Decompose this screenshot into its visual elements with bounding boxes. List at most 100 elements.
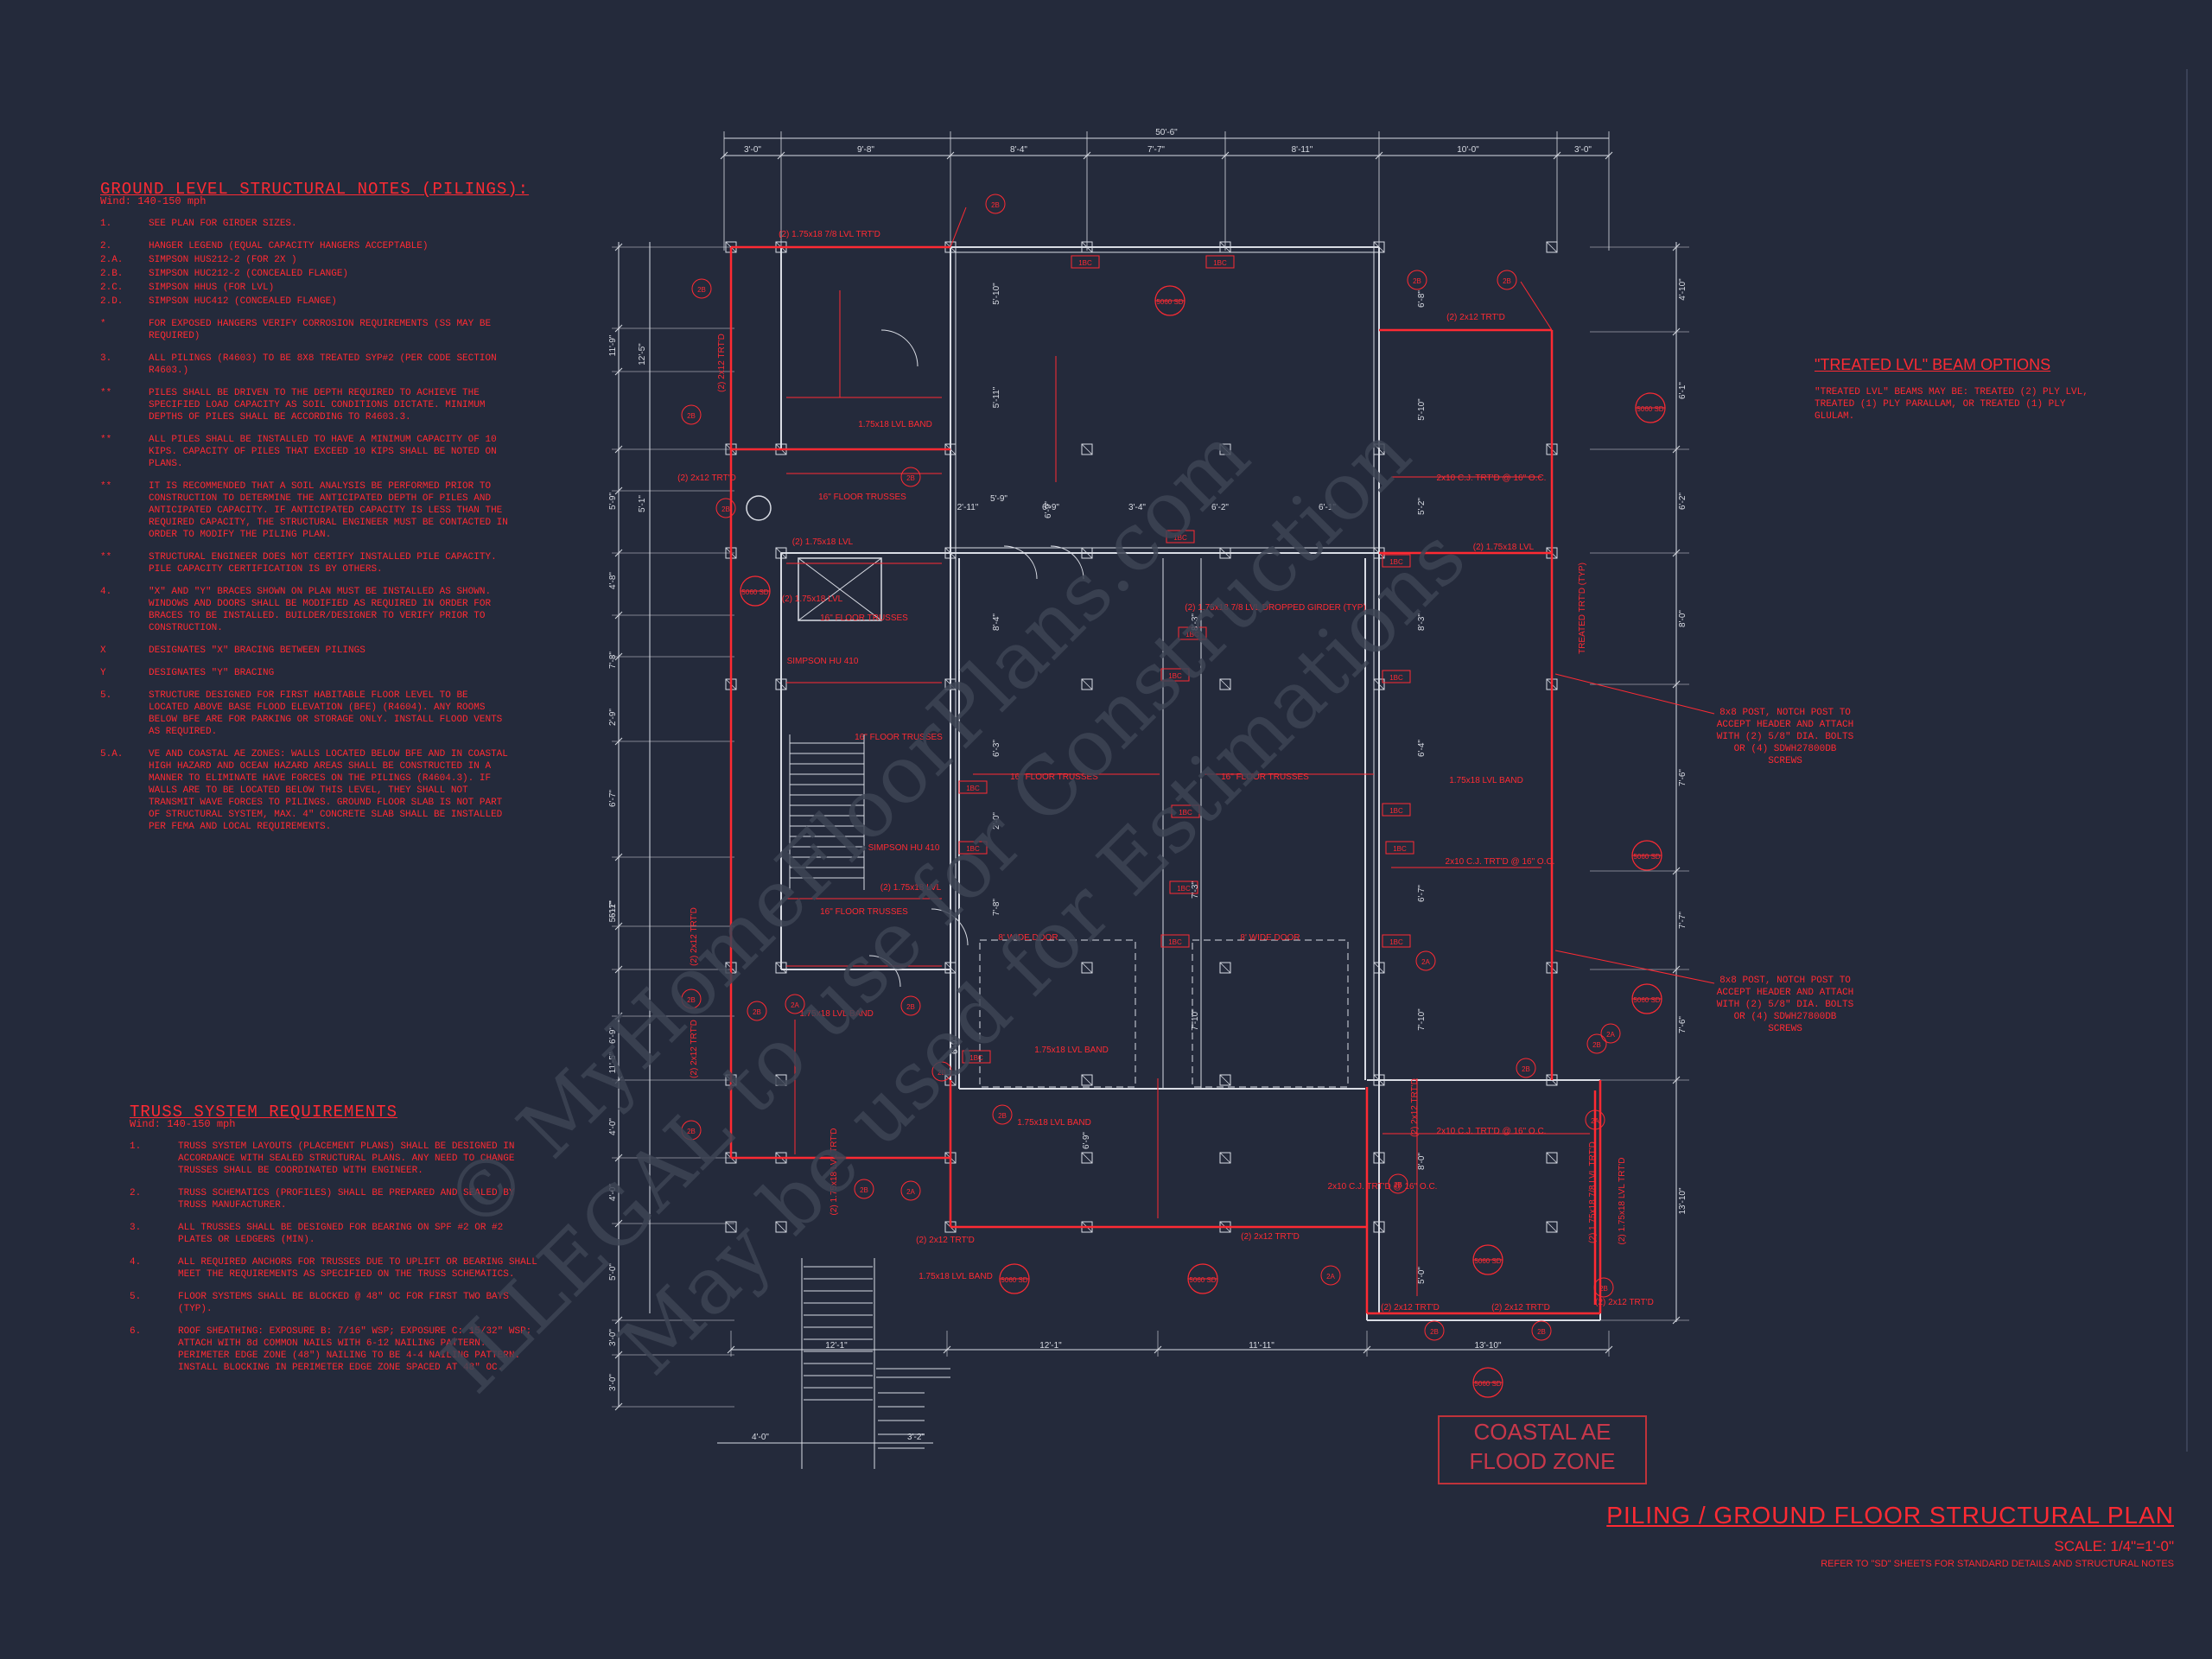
dimension-interior: 6'-4" <box>1417 740 1427 757</box>
post-notch-callout-1: 8x8 POST, NOTCH POST TO ACCEPT HEADER AN… <box>1716 708 1854 766</box>
dimension-interior: 8'-0" <box>1417 1153 1427 1170</box>
title-block: PILING / GROUND FLOOR STRUCTURAL PLAN SC… <box>1606 1502 2174 1569</box>
dimension-tick <box>1672 243 1681 251</box>
truss-note-item: 5.FLOOR SYSTEMS SHALL BE BLOCKED @ 48" O… <box>130 1291 541 1315</box>
dimension-top: 3'-0" <box>744 145 761 155</box>
bubble-2b <box>985 194 1006 214</box>
piling-cross <box>1546 1152 1558 1164</box>
piling-cross <box>944 678 957 690</box>
bubble-2a-label: 2A <box>1326 1273 1335 1281</box>
bubble-2b <box>900 467 921 487</box>
dimension-right: 7'-6" <box>1678 1016 1688 1033</box>
dimension-left: 4'-0" <box>608 1118 618 1135</box>
dimension-interior: 6'-7" <box>1417 885 1427 902</box>
plan-label: (2) 1.75x18 7/8 LVL DROPPED GIRDER (TYP) <box>1185 603 1366 613</box>
tag-label: 1BC <box>1173 534 1187 542</box>
flood-zone-line1: COASTAL AE <box>1473 1419 1611 1445</box>
bubble-2b-label: 2B <box>938 1069 946 1077</box>
ground-notes-list: 1.SEE PLAN FOR GIRDER SIZES.2.HANGER LEG… <box>100 218 529 833</box>
dimension-tick <box>614 1076 623 1084</box>
bubble-2b-label: 2B <box>1503 277 1511 285</box>
ground-note-item-number: 2.A. <box>100 255 124 265</box>
bubble-2b-label: 2B <box>1394 1181 1402 1189</box>
bubble-2b-label: 2B <box>753 1008 761 1016</box>
truss-note-item-text: ROOF SHEATHING: EXPOSURE B: 7/16" WSP; E… <box>178 1326 532 1373</box>
dimension-tick <box>614 1316 623 1325</box>
piling-cross <box>1546 1221 1558 1233</box>
dimension-left: 6'-9" <box>608 1027 618 1044</box>
ground-note-item-text: STRUCTURE DESIGNED FOR FIRST HABITABLE F… <box>149 690 503 737</box>
bubble-2b-label: 2B <box>1599 1285 1608 1293</box>
dimension-bottom: 12'-1" <box>825 1341 848 1351</box>
dimension-tick <box>1605 1345 1613 1354</box>
dimension-left: 11'-5" <box>608 1052 618 1073</box>
dimension-tick <box>614 549 623 557</box>
piling-cross <box>1219 547 1231 559</box>
piling-cross <box>775 1221 787 1233</box>
dimension-left: 5'-1" <box>638 495 647 512</box>
piling-cross <box>1373 962 1385 974</box>
detail-marker-label: 5060 SD <box>1156 298 1183 306</box>
plan-label: 1.75x18 LVL BAND <box>1017 1118 1091 1128</box>
dimension-tick <box>614 486 623 495</box>
piling <box>1219 443 1231 455</box>
piling-cross <box>1081 443 1093 455</box>
dimension-bottom: 11'-11" <box>1249 1341 1274 1351</box>
flood-zone-line2: FLOOD ZONE <box>1469 1448 1616 1474</box>
tag-label: 1BC <box>1177 885 1191 893</box>
dimension-tick <box>777 151 785 160</box>
dimension-tick <box>614 1012 623 1020</box>
piling-cross <box>725 1221 737 1233</box>
dimension-tick <box>614 243 623 251</box>
plan-label: (2) 1.75x18 7/8 LVL TRT'D <box>1588 1141 1598 1243</box>
tag-label: 1BC <box>1389 558 1403 566</box>
truss-note-item-number: 2. <box>130 1188 142 1198</box>
piling <box>1219 678 1231 690</box>
ground-note-item-text: VE AND COASTAL AE ZONES: WALLS LOCATED B… <box>149 749 508 832</box>
ground-note-item-text: "X" AND "Y" BRACES SHOWN ON PLAN MUST BE… <box>149 587 492 633</box>
ground-note-item: **IT IS RECOMMENDED THAT A SOIL ANALYSIS… <box>100 480 529 541</box>
ground-note-item: 2.D.SIMPSON HUC412 (CONCEALED FLANGE) <box>100 296 529 308</box>
leader-line <box>950 207 967 248</box>
piling <box>944 547 957 559</box>
dimension-left: 5'-0" <box>608 1263 618 1281</box>
ground-note-item-text: HANGER LEGEND (EQUAL CAPACITY HANGERS AC… <box>149 241 429 251</box>
dimension-interior: 5'-11" <box>992 386 1001 408</box>
dimension-tick <box>1553 151 1561 160</box>
dimension-bottom: 3'-2" <box>907 1433 925 1442</box>
plan-annotations: 50'-6"3'-0"9'-8"8'-4"7'-7"8'-11"10'-0"3'… <box>608 128 1688 1442</box>
bubble-2b <box>1516 1058 1536 1078</box>
dimension-bottom: 13'-10" <box>1474 1341 1501 1351</box>
ground-note-item-text: SEE PLAN FOR GIRDER SIZES. <box>149 219 297 229</box>
piling <box>1081 678 1093 690</box>
truss-note-item-text: ALL TRUSSES SHALL BE DESIGNED FOR BEARIN… <box>178 1223 504 1245</box>
piling-cross <box>1373 1152 1385 1164</box>
dimension-tick <box>614 1154 623 1162</box>
piling <box>1081 1152 1093 1164</box>
piling <box>944 962 957 974</box>
plan-label: SIMPSON HU 410 <box>787 657 859 666</box>
piling <box>1081 241 1093 253</box>
ground-note-item-number: 2.C. <box>100 283 124 293</box>
plan-beams <box>681 194 1715 1398</box>
plan-label: (2) 1.75x18 LVL <box>880 883 942 893</box>
tag-label: 1BC <box>1168 672 1182 680</box>
bubble-2b-label: 2B <box>998 1112 1007 1120</box>
dimension-interior: 2'-11" <box>957 503 979 512</box>
door-swing <box>868 955 901 988</box>
dimension-left: 2'-9" <box>608 709 618 726</box>
dimension-interior: 3'-4" <box>1128 503 1146 512</box>
detail-marker-label: 5060 SD <box>1189 1276 1216 1284</box>
plan-label: (2) 2x12 TRT'D <box>677 474 736 483</box>
dimension-overall: 50'-6" <box>1155 128 1178 137</box>
plan-label: (2) 2x12 TRT'D <box>690 907 699 966</box>
bubble-2b-label: 2B <box>906 1003 915 1011</box>
ground-note-item-number: 4. <box>100 587 112 597</box>
ground-note-item-number: 1. <box>100 219 112 229</box>
ground-note-item: 3.ALL PILINGS (R4603) TO BE 8X8 TREATED … <box>100 353 529 377</box>
piling <box>1546 1221 1558 1233</box>
dimension-top: 8'-11" <box>1292 145 1313 155</box>
truss-note-item-number: 3. <box>130 1223 142 1233</box>
dimension-tick <box>1672 867 1681 875</box>
